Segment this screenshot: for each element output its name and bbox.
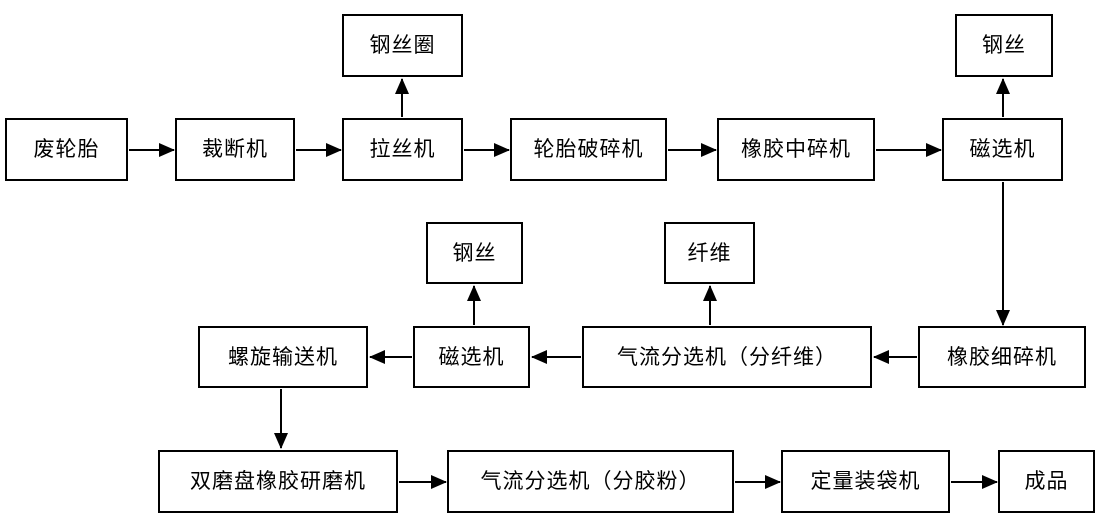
node-air-separator-powder: 气流分选机（分胶粉）: [447, 450, 734, 513]
node-bagging-machine: 定量装袋机: [781, 450, 950, 513]
node-wire-drawing-machine: 拉丝机: [342, 118, 463, 181]
node-rubber-fine-crusher: 橡胶细碎机: [918, 326, 1086, 388]
node-magnetic-separator-1: 磁选机: [942, 118, 1063, 181]
node-steel-wire-top: 钢丝: [955, 14, 1053, 77]
node-finished-product: 成品: [998, 450, 1095, 513]
node-steel-wire-ring: 钢丝圈: [342, 14, 463, 77]
node-fiber: 纤维: [664, 222, 755, 284]
node-rubber-medium-crusher: 橡胶中碎机: [717, 118, 875, 181]
node-steel-wire-mid: 钢丝: [426, 222, 523, 284]
node-air-separator-fiber: 气流分选机（分纤维）: [582, 326, 872, 388]
node-double-disc-grinder: 双磨盘橡胶研磨机: [158, 450, 398, 513]
node-magnetic-separator-2: 磁选机: [413, 326, 530, 388]
node-screw-conveyor: 螺旋输送机: [198, 326, 368, 388]
node-tire-crusher: 轮胎破碎机: [510, 118, 667, 181]
node-cutting-machine: 裁断机: [175, 118, 295, 181]
node-waste-tire: 废轮胎: [5, 118, 128, 181]
